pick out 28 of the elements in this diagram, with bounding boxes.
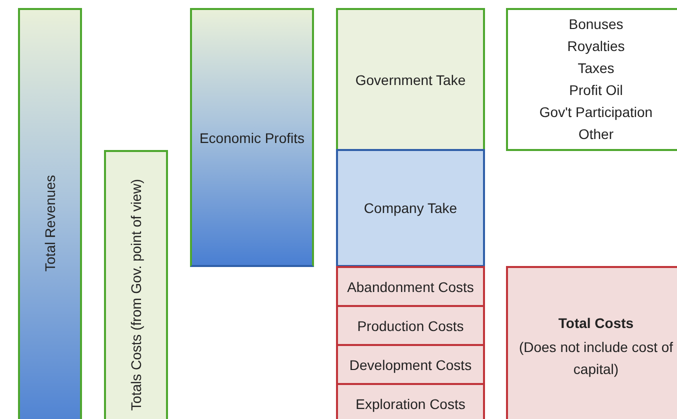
box-label: Production Costs [357, 316, 464, 336]
box-label: Total Revenues [41, 174, 59, 272]
total-costs-box [506, 266, 677, 419]
box-label: Total Costs [558, 314, 634, 333]
box-label: Abandonment Costs [347, 278, 474, 296]
cost-box [336, 305, 485, 346]
box-label: Company Take [364, 199, 458, 218]
list-item: Other [578, 125, 614, 144]
list-item: Bonuses [568, 15, 624, 34]
profit-bar [190, 8, 314, 267]
box-label: Totals Costs (from Gov. point of view) [127, 179, 145, 411]
list-item: Royalties [567, 37, 625, 56]
box-label: Exploration Costs [356, 394, 466, 414]
box-label: Development Costs [349, 356, 472, 375]
cost-box [336, 344, 485, 385]
cost-bar [104, 150, 168, 419]
cost-box [336, 383, 485, 419]
box-label: Government Take [355, 70, 466, 90]
list-item: Gov't Participation [539, 103, 653, 122]
box-note: (Does not include cost of capital) [518, 338, 674, 379]
list-item: Profit Oil [569, 81, 623, 100]
take-items-box [506, 8, 677, 151]
box-label: Economic Profits [199, 128, 305, 148]
revenue-bar [18, 8, 82, 419]
list-item: Taxes [578, 59, 614, 78]
company-take-box [336, 149, 485, 267]
government-take-box [336, 8, 485, 151]
cost-box [336, 266, 485, 307]
